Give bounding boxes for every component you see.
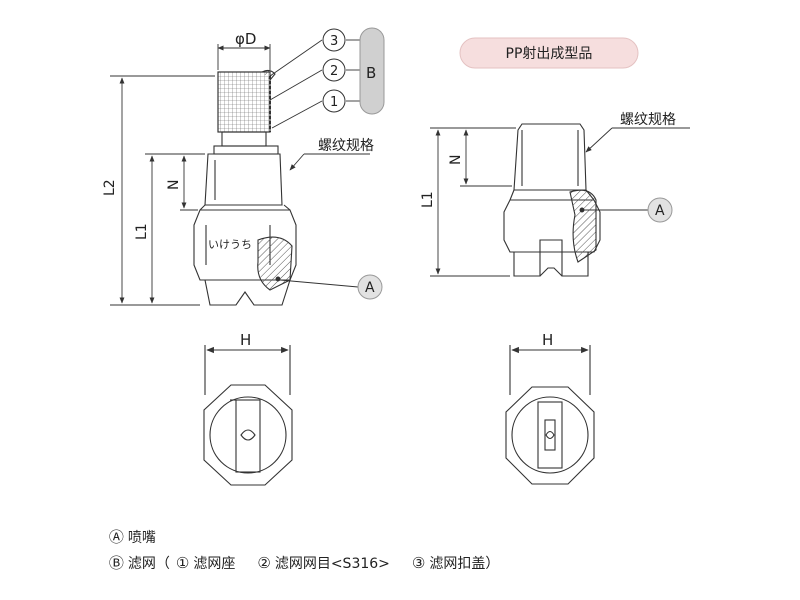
legend-item1-text: 滤网座 [193, 556, 236, 572]
right-dimensions [430, 127, 690, 277]
callout-circle-3 [322, 28, 346, 52]
nozzle-body-upper [204, 153, 283, 206]
strainer-cap [261, 69, 276, 81]
label-callout-2: 2 [330, 64, 338, 79]
strainer-mesh [217, 71, 271, 133]
legend-b-text: 滤网（ [127, 556, 170, 572]
label-callout-b: B [366, 64, 376, 82]
label-h-left: H [240, 331, 251, 349]
right-nozzle-bottom-view [505, 345, 595, 485]
nozzle-outlet [204, 279, 291, 306]
left-nozzle-side-view [193, 69, 297, 306]
legend-a-symbol: Ⓐ [108, 528, 124, 546]
label-h-right: H [542, 331, 553, 349]
right-nozzle-thread [513, 123, 587, 191]
callout-circle-2 [322, 58, 346, 82]
label-n-right: N [448, 155, 464, 165]
callout-circle-1 [322, 89, 346, 113]
left-dimensions [110, 39, 370, 306]
callout-a-left-pill [357, 274, 383, 300]
nozzle-section-hatch [257, 236, 293, 291]
left-nozzle-bottom-view [203, 345, 293, 486]
callout-a-right-pill [647, 197, 673, 223]
label-thread-spec-left: 螺纹规格 [318, 138, 374, 154]
legend-item2-text: 滤网网目<S316> [274, 556, 390, 572]
strainer-seat [221, 131, 267, 147]
label-l1-right: L1 [420, 191, 436, 208]
label-brand-mark: いけうち [208, 238, 252, 251]
right-nozzle-outlet [513, 239, 589, 277]
legend-a-text: 喷嘴 [127, 530, 156, 546]
label-callout-3: 3 [330, 34, 338, 49]
right-nozzle-section [569, 189, 597, 263]
strainer-callout-pill [359, 27, 385, 115]
legend-item2-symbol: ② [257, 554, 271, 572]
legend-item1-symbol: ① [175, 554, 190, 572]
label-a-right: A [655, 203, 665, 219]
legend-item3-symbol: ③ [411, 554, 426, 572]
legend-b-symbol: Ⓑ [108, 554, 124, 572]
label-l1-left: L1 [134, 223, 150, 240]
label-l2: L2 [102, 179, 118, 196]
label-callout-1: 1 [330, 95, 338, 110]
label-a-left: A [365, 280, 375, 296]
right-nozzle-side-view [503, 123, 601, 277]
label-n-left: N [166, 180, 182, 190]
pp-badge-bg [459, 37, 639, 69]
label-pp-badge: PP射出成型品 [506, 46, 593, 62]
label-phi-d: φD [235, 30, 256, 48]
legend-item3-text: 滤网扣盖） [429, 556, 500, 572]
label-thread-spec-right: 螺纹规格 [620, 112, 676, 128]
